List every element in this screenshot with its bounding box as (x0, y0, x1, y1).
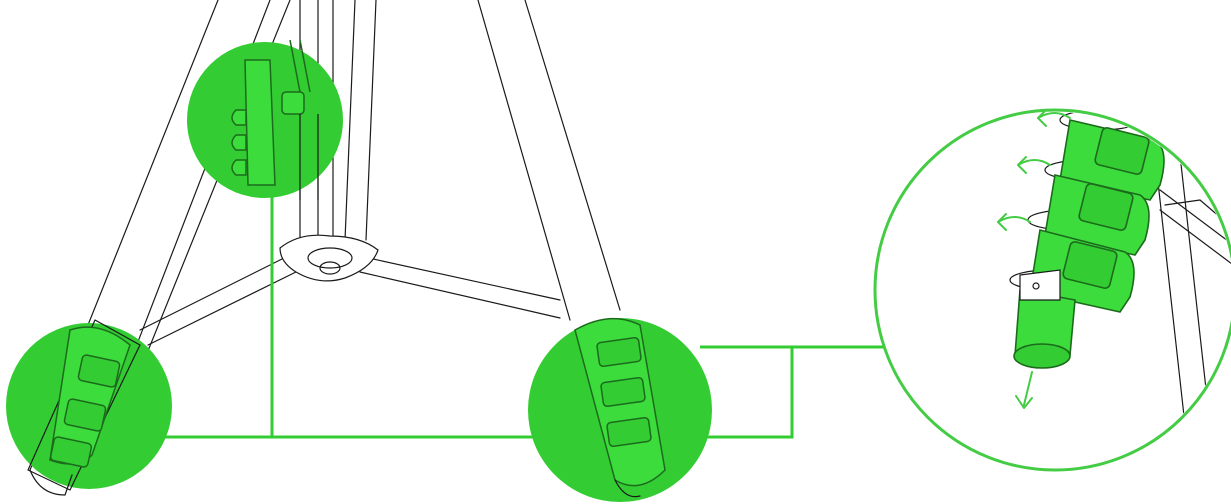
leg-lock-detail (873, 108, 1231, 472)
highlight-left (6, 319, 172, 496)
highlight-center (187, 39, 343, 200)
extend-arrow-icon (1015, 371, 1033, 409)
open-arrow-icon (997, 213, 1031, 231)
highlight-right (528, 317, 712, 502)
open-arrow-icon (1037, 109, 1071, 127)
open-arrow-icon (1017, 156, 1051, 174)
connector-lines (160, 195, 900, 439)
